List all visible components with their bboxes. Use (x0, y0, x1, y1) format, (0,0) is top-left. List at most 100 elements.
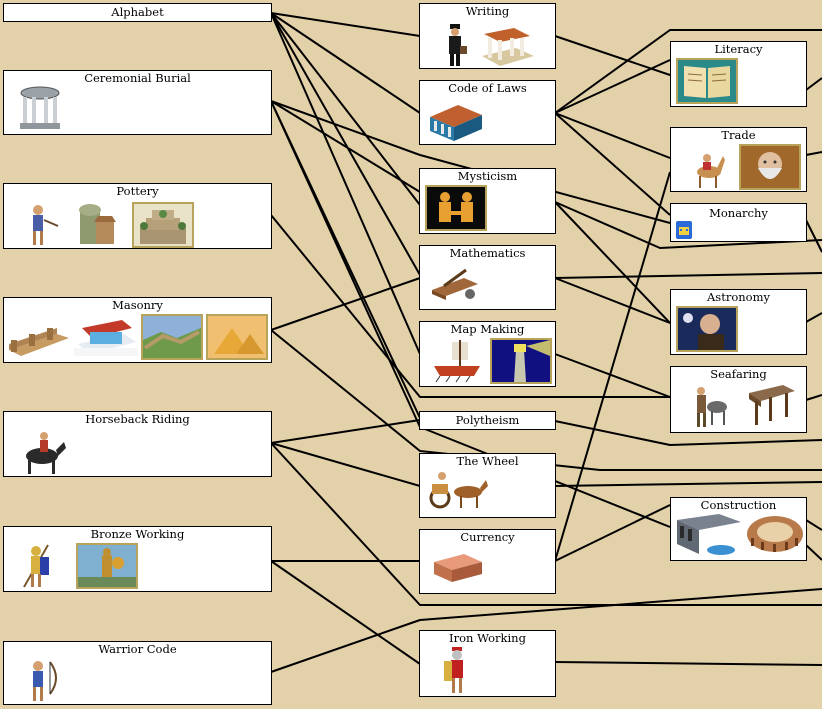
tech-seafaring[interactable]: Seafaring (670, 366, 807, 433)
tech-monarchy[interactable]: Monarchy (670, 203, 807, 242)
tech-ceremonial-burial[interactable]: Ceremonial Burial (3, 70, 272, 135)
tech-warrior-code[interactable]: Warrior Code (3, 641, 272, 705)
link-warrior-iron (270, 588, 822, 673)
link-alphabet-codeoflaws (270, 12, 421, 114)
tech-title: Iron Working (449, 631, 526, 645)
tech-title: Mathematics (449, 246, 526, 260)
link-mapmaking-seafaring (554, 353, 671, 398)
tech-code-of-laws[interactable]: Code of Laws (419, 80, 556, 145)
colosseum-icon (677, 514, 741, 555)
tech-trade[interactable]: Trade (670, 127, 807, 192)
link-math-right (554, 272, 822, 279)
tech-title: Map Making (450, 322, 525, 336)
link-alphabet-mapmaking (270, 12, 421, 355)
tech-title: Construction (700, 498, 777, 512)
horseman-unit-icon (26, 432, 66, 474)
tech-currency[interactable]: Currency (419, 529, 556, 594)
tech-bronze-working[interactable]: Bronze Working (3, 526, 272, 592)
link-currency-trade (554, 171, 671, 562)
tech-writing[interactable]: Writing (419, 3, 556, 69)
link-mysticism-astronomy (554, 201, 671, 324)
tech-title: Polytheism (455, 413, 520, 427)
link-codeoflaws-up (554, 29, 822, 114)
link-masonry-mathematics (270, 277, 421, 331)
tech-title: Writing (465, 4, 510, 18)
tech-title: Masonry (112, 298, 163, 312)
link-currency-construction (554, 504, 671, 562)
tech-title: Seafaring (710, 367, 767, 381)
link-codeoflaws-literacy (554, 59, 671, 114)
link-horse-right (270, 442, 822, 606)
great-library-icon (74, 320, 138, 356)
link-construction-right2 (805, 544, 822, 561)
marco-polo-icon (739, 144, 801, 190)
tech-mysticism[interactable]: Mysticism (419, 168, 556, 234)
tech-the-wheel[interactable]: The Wheel (419, 453, 556, 518)
tech-iron-working[interactable]: Iron Working (419, 630, 556, 697)
link-pottery-seafaring (270, 214, 670, 398)
tech-horseback-riding[interactable]: Horseback Riding (3, 411, 272, 477)
tech-title: Mysticism (457, 169, 518, 183)
palace-icon (676, 221, 692, 239)
tech-map-making[interactable]: Map Making (419, 321, 556, 387)
library-icon (482, 28, 534, 66)
tech-title: Pottery (116, 184, 159, 198)
trireme-unit-icon (434, 340, 480, 383)
pyramids-icon (206, 314, 268, 360)
tech-title: Astronomy (707, 290, 770, 304)
phalanx-unit-icon (23, 544, 49, 588)
link-horse-wheel (270, 442, 421, 487)
link-codeoflaws-trade (554, 112, 671, 159)
link-alphabet-mysticism (270, 12, 421, 206)
hanging-gardens-icon (132, 202, 194, 248)
tech-masonry[interactable]: Masonry (3, 297, 272, 363)
link-construction-right (805, 519, 822, 531)
amphitheater-icon (747, 516, 803, 552)
harbour-icon (749, 385, 795, 425)
link-math-astronomy (554, 277, 671, 324)
link-alphabet-mathematics (270, 12, 421, 276)
link-iron-right (554, 661, 822, 666)
link-burial-mysticism (270, 100, 421, 193)
tech-astronomy[interactable]: Astronomy (670, 289, 807, 355)
tech-title: Literacy (714, 42, 763, 56)
tech-polytheism[interactable]: Polytheism (419, 411, 556, 430)
link-literacy-right (805, 77, 822, 91)
catapult-unit-icon (432, 268, 478, 300)
link-monarchy-right (805, 219, 822, 253)
copernicus-icon (676, 306, 738, 352)
tech-title: Code of Laws (448, 81, 527, 95)
link-mysticism-right (554, 201, 822, 249)
tech-title: Trade (721, 128, 756, 142)
link-alphabet-writing (270, 12, 421, 37)
tech-title: Bronze Working (90, 527, 185, 541)
link-horse-polytheism (270, 419, 421, 444)
temple-icon (20, 86, 60, 129)
tech-title: Alphabet (111, 5, 164, 19)
tech-construction[interactable]: Construction (670, 497, 807, 561)
oracle-icon (425, 185, 487, 231)
link-astronomy-right (805, 312, 822, 323)
tech-title: Ceremonial Burial (84, 71, 191, 85)
archer-unit-icon (33, 661, 57, 701)
marketplace-icon (434, 554, 482, 582)
tech-title: Warrior Code (98, 642, 177, 656)
link-trade-right (805, 151, 822, 156)
courthouse-icon (430, 105, 482, 141)
great-library-scroll-icon (676, 58, 738, 104)
tech-title: Monarchy (709, 206, 768, 220)
link-wheel-right (554, 481, 822, 487)
legion-unit-icon (444, 647, 463, 693)
chariot-unit-icon (429, 472, 488, 509)
tech-literacy[interactable]: Literacy (670, 41, 807, 107)
tech-mathematics[interactable]: Mathematics (419, 245, 556, 310)
link-codeoflaws-monarchy (554, 112, 671, 216)
tech-pottery[interactable]: Pottery (3, 183, 272, 249)
caravan-unit-icon (697, 154, 725, 188)
great-wall-icon (141, 314, 203, 360)
granary-icon (79, 204, 116, 244)
tech-title: Currency (460, 530, 515, 544)
tech-alphabet[interactable]: Alphabet (3, 3, 272, 22)
warrior-unit-icon (33, 205, 59, 245)
